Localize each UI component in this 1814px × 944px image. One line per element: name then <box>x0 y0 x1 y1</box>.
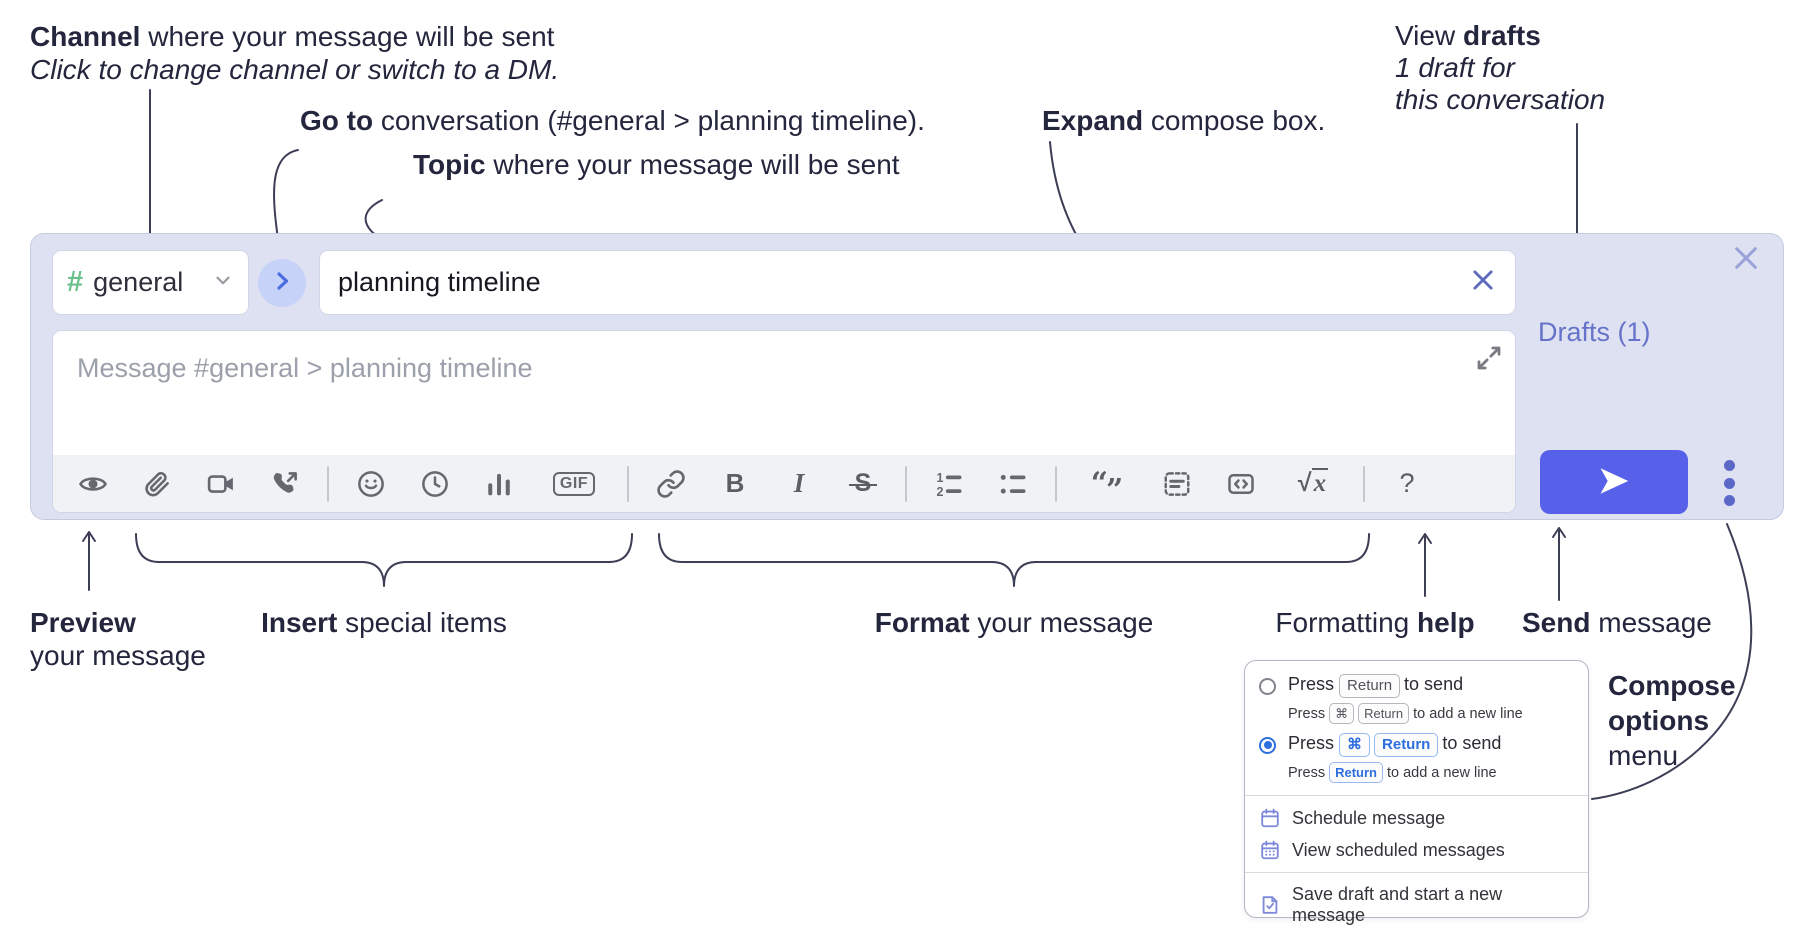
send-button[interactable] <box>1540 450 1688 514</box>
code-icon[interactable] <box>1226 465 1256 503</box>
attach-paperclip-icon[interactable] <box>142 465 172 503</box>
format-brace <box>658 533 1370 587</box>
send-note: Send message <box>1522 607 1712 638</box>
calendar-grid-icon <box>1261 840 1279 860</box>
expand-note: Expand compose box. <box>1042 105 1326 136</box>
toolbar-divider <box>1363 465 1365 502</box>
svg-text:2: 2 <box>937 484 944 498</box>
time-clock-icon[interactable] <box>420 465 450 503</box>
channel-note: Channel where your message will be sent … <box>30 21 560 85</box>
message-box: GIF B I S 1 <box>52 330 1516 513</box>
poll-chart-icon[interactable] <box>484 465 514 503</box>
draft-document-icon <box>1262 896 1278 914</box>
preview-note: Preview your message <box>30 607 206 671</box>
preview-pointer-line <box>82 531 96 591</box>
view-drafts-note: View drafts 1 draft for this conversatio… <box>1395 20 1606 115</box>
topic-note: Topic where your message will be sent <box>413 149 900 180</box>
toolbar-divider <box>327 465 329 502</box>
math-icon[interactable]: √x <box>1297 468 1329 497</box>
radio-selected-icon[interactable] <box>1259 736 1276 754</box>
channel-hash-icon: # <box>67 266 84 298</box>
send-pointer-line <box>1552 527 1566 601</box>
insert-note: Insert special items <box>261 607 507 638</box>
italic-icon[interactable]: I <box>793 468 805 498</box>
toolbar-divider <box>627 465 629 502</box>
spoiler-icon[interactable] <box>1162 465 1192 503</box>
bold-icon[interactable]: B <box>725 468 745 498</box>
topic-input[interactable] <box>338 267 1469 298</box>
formatting-help-icon[interactable]: ? <box>1399 468 1415 498</box>
channel-selector[interactable]: # general <box>52 250 249 315</box>
send-plane-icon <box>1596 463 1632 502</box>
close-compose-icon[interactable] <box>1730 242 1762 274</box>
menu-item-view-scheduled-messages[interactable]: View scheduled messages <box>1245 834 1588 866</box>
go-to-conversation-button[interactable] <box>258 259 306 307</box>
chevron-right-icon <box>270 269 294 298</box>
chevron-down-icon <box>212 269 234 296</box>
insert-brace <box>135 533 633 587</box>
menu-item-save-draft-new-message[interactable]: Save draft and start a new message <box>1245 879 1588 931</box>
goto-note: Go to conversation (#general > planning … <box>300 105 925 136</box>
compose-toolbar: GIF B I S 1 <box>53 455 1515 512</box>
svg-text:1: 1 <box>937 471 944 485</box>
help-pointer-line <box>1418 533 1432 597</box>
clear-topic-icon[interactable] <box>1469 266 1497 299</box>
link-icon[interactable] <box>656 465 686 503</box>
expand-compose-icon[interactable] <box>1474 343 1504 373</box>
radio-unselected-icon[interactable] <box>1259 677 1276 695</box>
drafts-link[interactable]: Drafts (1) <box>1538 317 1651 347</box>
strikethrough-icon[interactable]: S <box>848 465 878 503</box>
compose-box: # general <box>30 233 1784 520</box>
preview-eye-icon[interactable] <box>78 465 108 503</box>
menu-divider <box>1245 795 1588 796</box>
toolbar-divider <box>1055 465 1057 502</box>
topic-field <box>319 250 1516 315</box>
voice-call-icon[interactable] <box>270 465 300 503</box>
toolbar-divider <box>905 465 907 502</box>
compose-options-kebab-icon[interactable] <box>1721 460 1737 506</box>
quote-icon[interactable]: “” <box>1090 466 1124 508</box>
gif-icon[interactable]: GIF <box>548 465 600 503</box>
compose-options-note: Compose options menu <box>1608 670 1736 771</box>
channel-name: general <box>93 267 184 297</box>
formatting-help-note: Formatting help <box>1275 607 1475 638</box>
menu-item-schedule-message[interactable]: Schedule message <box>1245 802 1588 834</box>
menu-divider <box>1245 872 1588 873</box>
numbered-list-icon[interactable]: 1 2 <box>934 465 964 503</box>
format-note: Format your message <box>874 607 1154 638</box>
emoji-icon[interactable] <box>356 465 386 503</box>
calendar-icon <box>1261 808 1279 828</box>
message-input[interactable] <box>53 331 1515 457</box>
video-call-icon[interactable] <box>206 465 236 503</box>
bulleted-list-icon[interactable] <box>998 465 1028 503</box>
channel-pointer-line <box>143 89 157 251</box>
